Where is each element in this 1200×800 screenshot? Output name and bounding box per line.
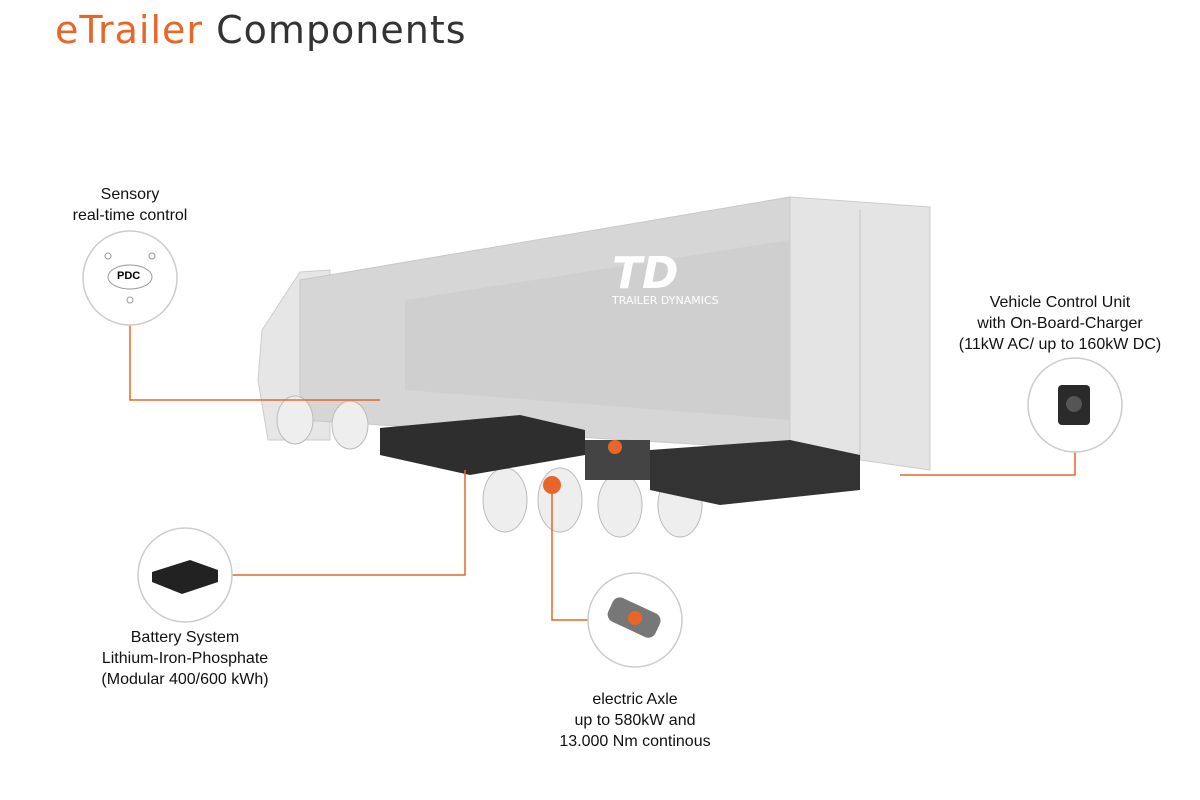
connector-lines — [129, 325, 1076, 621]
label-line: up to 580kW and — [574, 712, 696, 729]
label-line: real-time control — [72, 207, 188, 224]
title-main: Components — [216, 8, 467, 52]
rear-battery-pack — [650, 440, 860, 505]
battery-pack — [380, 415, 585, 475]
sensory-circle — [82, 230, 178, 326]
axle-circle — [587, 572, 683, 668]
label-line: Sensory — [100, 186, 160, 203]
svg-text:TRAILER DYNAMICS: TRAILER DYNAMICS — [611, 294, 719, 307]
title-accent: eTrailer — [55, 8, 204, 52]
trailer-side-panel — [405, 240, 790, 420]
label-line: 13.000 Nm continous — [559, 733, 711, 750]
label-line: Lithium-Iron-Phosphate — [101, 650, 269, 667]
label-line: (Modular 400/600 kWh) — [101, 671, 269, 688]
battery-label: Battery System Lithium-Iron-Phosphate (M… — [85, 627, 285, 690]
label-line: (11kW AC/ up to 160kW DC) — [958, 336, 1162, 353]
page-title: eTrailer Components — [55, 8, 467, 52]
pdc-label: PDC — [117, 270, 141, 282]
label-line: Vehicle Control Unit — [989, 294, 1131, 311]
axle-motor — [543, 476, 561, 494]
sensory-label: Sensory real-time control — [40, 184, 220, 226]
svg-text:TD: TD — [612, 248, 679, 299]
vcu-circle — [1027, 357, 1123, 453]
trailer-dynamics-logo: TD TRAILER DYNAMICS — [611, 248, 719, 307]
label-line: electric Axle — [592, 691, 678, 708]
vcu-label: Vehicle Control Unit with On-Board-Charg… — [940, 292, 1180, 355]
label-line: with On-Board-Charger — [977, 315, 1143, 332]
battery-circle — [137, 527, 233, 623]
axle-label: electric Axle up to 580kW and 13.000 Nm … — [535, 689, 735, 752]
label-line: Battery System — [130, 629, 240, 646]
